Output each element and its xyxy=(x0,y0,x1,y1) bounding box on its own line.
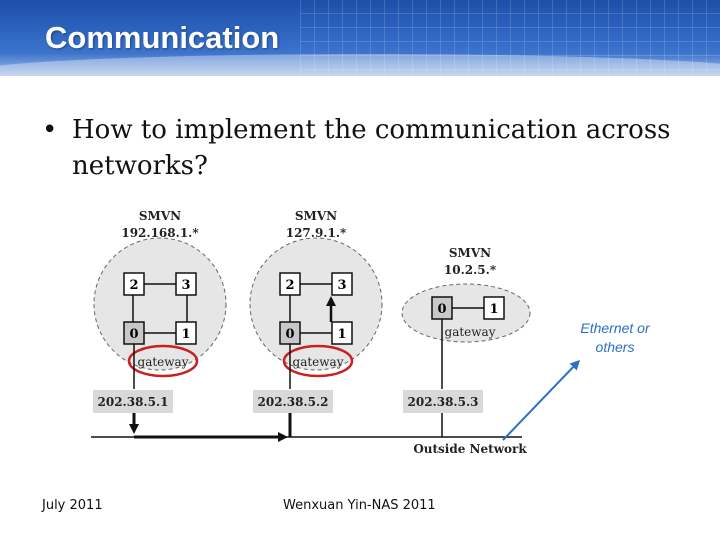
network-2-gateway-highlight xyxy=(282,344,354,378)
network-1-gateway-highlight xyxy=(127,344,199,378)
network-1-node-1 xyxy=(175,321,197,345)
network-1-boundary xyxy=(93,237,227,371)
network-3-node-0-label: 0 xyxy=(437,302,446,317)
network-3-address-box xyxy=(403,390,483,413)
callout-arrow xyxy=(502,359,581,441)
footer-author: Wenxuan Yin-NAS 2011 xyxy=(283,498,436,513)
network-2-node-2-label: 2 xyxy=(285,278,294,293)
network-1-links xyxy=(132,283,188,334)
header-swoosh xyxy=(0,54,720,76)
network-3-gateway-label: gateway xyxy=(445,325,496,339)
network-3: SMVN 10.2.5.* 0 1 gateway 202.38.5.3 xyxy=(401,246,531,413)
network-3-node-1 xyxy=(483,296,505,320)
network-1-node-2-label: 2 xyxy=(129,278,138,293)
network-2: SMVN 127.9.1.* 2 3 0 1 gateway 202.38.5.… xyxy=(249,209,383,413)
network-2-node-3 xyxy=(331,272,353,296)
network-1-address-box xyxy=(93,390,173,413)
network-2-node-1-label: 1 xyxy=(337,327,346,342)
network-2-node-0-label: 0 xyxy=(285,327,294,342)
network-2-subnet: 127.9.1.* xyxy=(286,226,347,240)
network-1-node-3-label: 3 xyxy=(181,278,190,293)
slide-header: Communication xyxy=(0,0,720,76)
network-2-node-1 xyxy=(331,321,353,345)
network-1-address: 202.38.5.1 xyxy=(98,395,169,409)
network-2-name: SMVN xyxy=(295,209,337,223)
slide-title: Communication xyxy=(45,20,280,55)
callout-line-1: Ethernet or xyxy=(580,320,651,336)
network-3-address: 202.38.5.3 xyxy=(408,395,479,409)
network-1-node-1-label: 1 xyxy=(181,327,190,342)
network-3-node-1-label: 1 xyxy=(489,302,498,317)
bullet-dot-icon: • xyxy=(42,115,58,145)
network-1: SMVN 192.168.1.* 2 3 0 1 gateway 202.38.… xyxy=(93,209,227,413)
network-2-gateway-label: gateway xyxy=(293,355,344,369)
bullet-text: How to implement the communication acros… xyxy=(72,115,671,181)
network-2-node-2 xyxy=(279,272,301,296)
callout-line-2: others xyxy=(596,339,635,355)
network-1-subnet: 192.168.1.* xyxy=(121,226,199,240)
outside-network-label: Outside Network xyxy=(413,442,527,456)
network-3-name: SMVN xyxy=(449,246,491,260)
header-grid-pattern xyxy=(300,0,720,76)
network-1-gateway-label: gateway xyxy=(138,355,189,369)
network-3-subnet: 10.2.5.* xyxy=(444,263,497,277)
network-1-node-2 xyxy=(123,272,145,296)
network-2-boundary xyxy=(249,237,383,371)
footer-date: July 2011 xyxy=(42,498,103,513)
network-1-name: SMVN xyxy=(139,209,181,223)
network-2-address: 202.38.5.2 xyxy=(258,395,329,409)
network-2-address-box xyxy=(253,390,333,413)
network-1-node-0-label: 0 xyxy=(129,327,138,342)
network-2-node-3-label: 3 xyxy=(337,278,346,293)
network-1-node-3 xyxy=(175,272,197,296)
